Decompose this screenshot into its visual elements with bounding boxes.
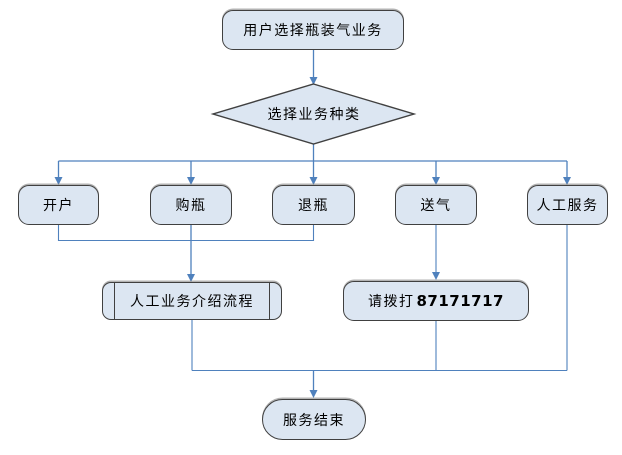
node-open-account-label: 开户 [43, 199, 74, 214]
arrowhead-end [309, 390, 318, 398]
node-buy-bottle: 购瓶 [150, 185, 232, 225]
node-call-hotline-label: 请拨打 [368, 295, 415, 310]
node-manual-service: 人工服务 [527, 185, 608, 225]
node-return-bottle: 退瓶 [272, 185, 355, 225]
node-decision: 选择业务种类 [214, 84, 414, 144]
node-buy-bottle-label: 购瓶 [175, 199, 207, 214]
node-decision-label: 选择业务种类 [267, 108, 361, 123]
arrowhead-manual-service [563, 177, 571, 185]
arrowhead-return-bottle [309, 177, 318, 185]
arrowhead-intro-flow [187, 274, 195, 282]
edge-merge-row [57, 225, 315, 242]
arrowhead-decision [309, 77, 318, 85]
node-deliver-gas: 送气 [395, 185, 477, 225]
predefined-process-bar-right [268, 283, 270, 319]
arrowhead-buy-bottle [187, 177, 195, 185]
node-deliver-gas-label: 送气 [420, 199, 452, 214]
node-open-account: 开户 [18, 185, 99, 225]
arrowhead-open-account [54, 177, 63, 185]
arrowhead-call-hotline [432, 272, 440, 280]
node-start-label: 用户选择瓶装气业务 [243, 24, 383, 39]
arrowhead-deliver-gas [432, 177, 440, 185]
node-intro-flow: 人工业务介绍流程 [102, 282, 282, 320]
predefined-process-bar-left [114, 283, 116, 319]
node-manual-service-label: 人工服务 [536, 199, 599, 214]
hotline-phone-number: 87171717 [416, 292, 504, 310]
node-return-bottle-label: 退瓶 [298, 199, 329, 214]
node-start: 用户选择瓶装气业务 [222, 10, 404, 50]
node-intro-flow-label: 人工业务介绍流程 [130, 295, 254, 310]
node-end-label: 服务结束 [283, 413, 345, 429]
node-end: 服务结束 [262, 399, 366, 440]
decision-diamond-shape [210, 83, 417, 145]
